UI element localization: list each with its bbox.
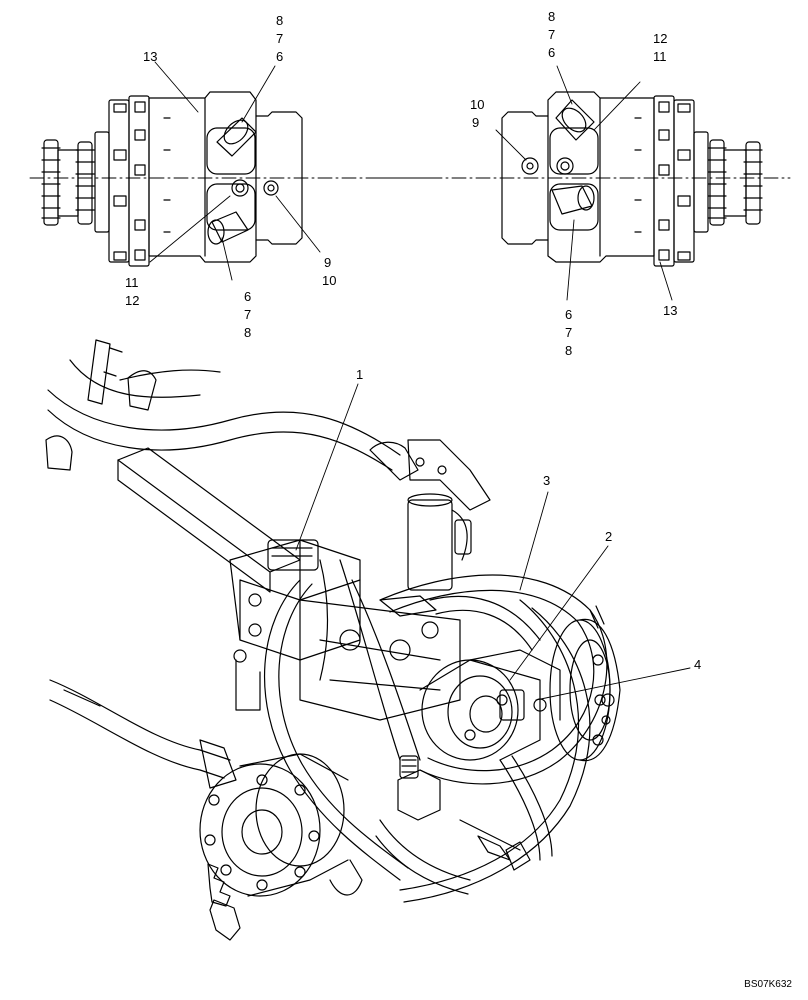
callout-right-bot-6: 6 [565,307,573,322]
callout-right-9: 9 [472,115,480,130]
main-pump [230,540,460,720]
left-sprocket [42,140,94,225]
filter-canister [408,500,452,590]
charge-pump-motor [420,650,560,760]
callout-main-2: 2 [605,529,613,544]
hose-lower-left [50,680,230,760]
callout-main-1: 1 [356,367,364,382]
frame-bar [118,448,300,572]
left-track-motor [200,754,362,940]
callout-right-11: 11 [653,49,667,64]
hose-loop-right [380,575,607,784]
drawing-reference-code: BS07K632 [744,979,792,990]
callout-left-10: 10 [322,273,337,288]
callout-right-12: 12 [653,31,668,46]
callout-right-top-8: 8 [548,9,556,24]
callout-left-top-6: 6 [276,49,284,64]
left-drive-motor-view [30,62,440,280]
right-sprocket [708,140,762,225]
callout-right-10: 10 [470,97,485,112]
callout-main-3: 3 [543,473,551,488]
callout-main-4: 4 [694,657,702,672]
callout-left-top-8: 8 [276,13,284,28]
right-drive-motor-view [380,66,790,300]
callout-right-top-7: 7 [548,27,556,42]
hose-upper-left [48,390,400,455]
callout-left-9: 9 [324,255,332,270]
callout-left-12: 12 [125,293,140,308]
callout-left-11: 11 [125,275,139,290]
callout-left-bot-7: 7 [244,307,252,322]
callout-left-bot-6: 6 [244,289,252,304]
callout-right-bot-8: 8 [565,343,573,358]
callout-right-13: 13 [663,303,678,318]
callout-right-bot-7: 7 [565,325,573,340]
callout-left-top-7: 7 [276,31,284,46]
callout-right-top-6: 6 [548,45,556,60]
callout-left-bot-8: 8 [244,325,252,340]
valve-block [398,756,530,870]
callout-left-13: 13 [143,49,158,64]
main-hydraulic-assembly [46,340,690,940]
